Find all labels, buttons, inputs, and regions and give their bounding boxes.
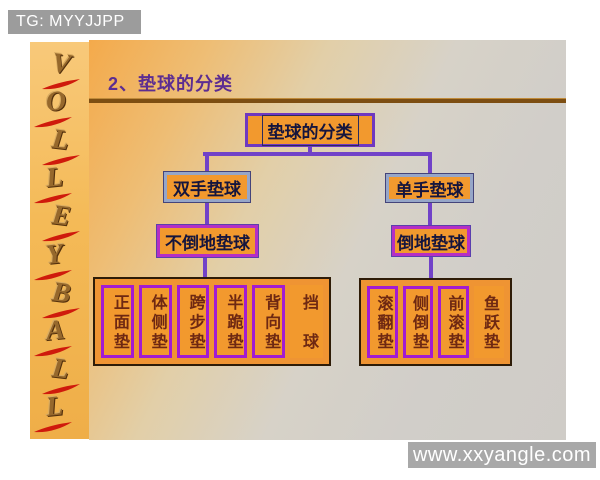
leaf-technique: 半跪垫 bbox=[214, 285, 248, 358]
sidebar-letter: L bbox=[33, 390, 82, 433]
red-swoosh-icon bbox=[41, 155, 80, 166]
node-falling: 倒地垫球 bbox=[392, 226, 470, 256]
group-non-falling-techniques: 正面垫 体侧垫 跨步垫 半跪垫 背向垫 挡球 bbox=[93, 277, 331, 366]
leaf-technique: 挡球 bbox=[290, 285, 323, 358]
connector-rail bbox=[203, 152, 432, 156]
sidebar-letter-glyph: V bbox=[49, 47, 73, 81]
sidebar-letter: L bbox=[38, 352, 82, 395]
connector-drop-right bbox=[428, 152, 432, 176]
node-non-falling-label: 不倒地垫球 bbox=[165, 233, 250, 253]
leaf-technique: 前滚垫 bbox=[438, 286, 469, 358]
slide-title: 2、垫球的分类 bbox=[108, 74, 234, 94]
sidebar-letter: B bbox=[38, 276, 82, 318]
red-swoosh-icon bbox=[33, 193, 72, 204]
red-swoosh-icon bbox=[33, 117, 72, 128]
connector-right-l3-group bbox=[429, 255, 433, 279]
red-swoosh-icon bbox=[41, 79, 80, 90]
sidebar-letter: L bbox=[38, 123, 82, 166]
node-two-hand-label: 双手垫球 bbox=[173, 179, 241, 199]
sidebar-letter-glyph: L bbox=[49, 352, 71, 386]
red-swoosh-icon bbox=[33, 421, 72, 433]
red-swoosh-icon bbox=[33, 269, 72, 280]
leaf-technique: 体侧垫 bbox=[138, 285, 172, 358]
sidebar-letter-glyph: L bbox=[43, 390, 65, 424]
node-two-hand: 双手垫球 bbox=[164, 172, 250, 202]
sidebar-letter: Y bbox=[33, 237, 82, 280]
connector-left-l2-l3 bbox=[205, 201, 209, 226]
leaf-technique: 侧倒垫 bbox=[402, 286, 433, 358]
slide-canvas: 2、垫球的分类 垫球的分类 双手垫球 单手垫球 不倒地垫球 倒地垫球 bbox=[89, 40, 566, 440]
title-underline bbox=[89, 98, 566, 103]
sidebar-letter-glyph: E bbox=[49, 199, 73, 233]
red-swoosh-icon bbox=[41, 231, 80, 242]
node-one-hand-label: 单手垫球 bbox=[395, 180, 464, 200]
sidebar-letter: E bbox=[38, 199, 82, 242]
node-root-label: 垫球的分类 bbox=[261, 114, 359, 146]
sidebar-letter-glyph: B bbox=[49, 276, 73, 310]
sidebar-letter-glyph: L bbox=[49, 123, 71, 157]
sidebar-letter: O bbox=[33, 85, 82, 128]
sidebar-letter-glyph: Y bbox=[43, 237, 65, 271]
leaf-technique: 跨步垫 bbox=[176, 285, 210, 358]
red-swoosh-icon bbox=[41, 383, 80, 395]
leaf-technique: 鱼跃垫 bbox=[473, 286, 504, 358]
red-swoosh-icon bbox=[33, 345, 72, 356]
node-non-falling: 不倒地垫球 bbox=[157, 225, 258, 257]
volleyball-sidebar: V O L L bbox=[30, 42, 89, 439]
tg-badge: TG: MYYJJPP bbox=[8, 10, 141, 34]
sidebar-letter-glyph: L bbox=[43, 161, 65, 195]
connector-drop-left bbox=[205, 152, 209, 174]
node-one-hand: 单手垫球 bbox=[386, 174, 473, 202]
node-falling-label: 倒地垫球 bbox=[397, 233, 465, 253]
connector-root-stub bbox=[308, 145, 312, 154]
leaf-technique: 背向垫 bbox=[252, 285, 286, 358]
watermark-bar: www.xxyangle.com bbox=[408, 442, 596, 468]
node-root: 垫球的分类 bbox=[245, 113, 375, 147]
red-swoosh-icon bbox=[41, 307, 80, 318]
connector-right-l2-l3 bbox=[428, 201, 432, 227]
connector-left-l3-group bbox=[203, 256, 207, 278]
sidebar-letter: V bbox=[38, 47, 82, 90]
leaf-technique: 滚翻垫 bbox=[367, 286, 398, 358]
sidebar-letter: L bbox=[33, 161, 82, 204]
leaf-technique: 正面垫 bbox=[101, 285, 134, 358]
sidebar-letter-glyph: A bbox=[43, 314, 66, 347]
group-falling-techniques: 滚翻垫 侧倒垫 前滚垫 鱼跃垫 bbox=[359, 278, 512, 366]
sidebar-letter: A bbox=[33, 314, 82, 356]
sidebar-letter-glyph: O bbox=[43, 85, 68, 119]
